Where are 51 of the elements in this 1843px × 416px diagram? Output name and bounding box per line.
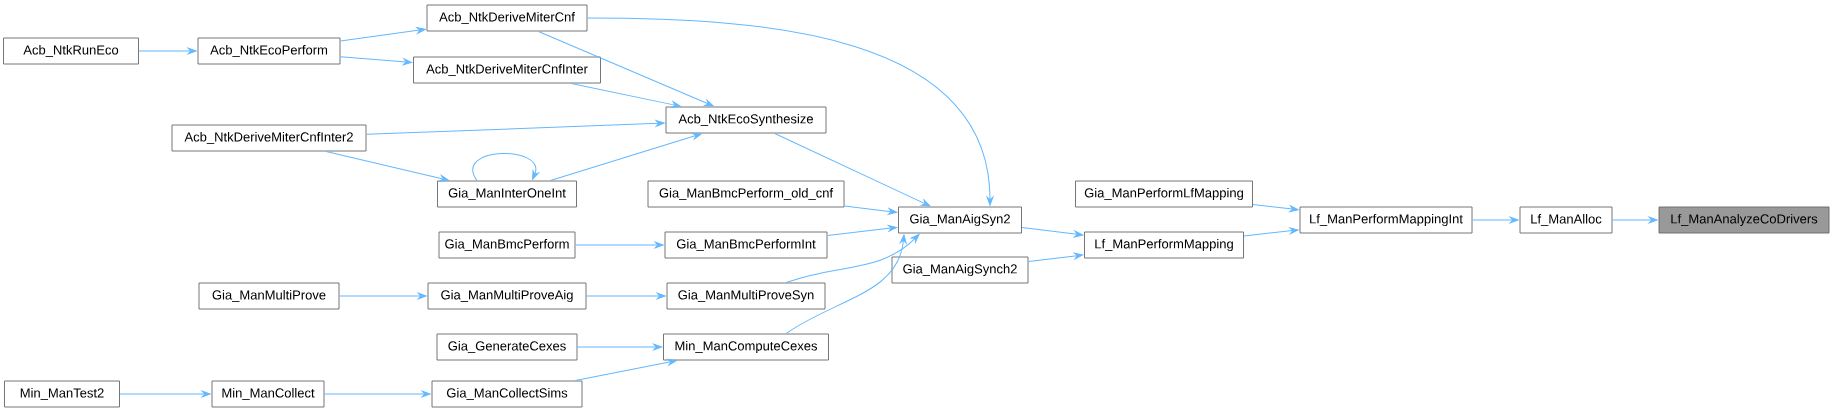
function-box: Gia_ManMultiProveAig	[427, 282, 587, 310]
function-box: Gia_ManAigSynch2	[891, 256, 1029, 284]
arrow	[338, 292, 427, 300]
arrow	[1611, 216, 1658, 224]
arrow	[586, 17, 994, 206]
arrow	[323, 390, 431, 398]
function-box: Acb_NtkDeriveMiterCnfInter	[413, 56, 601, 84]
arrow	[843, 205, 898, 215]
arrow	[549, 132, 702, 182]
arrow	[138, 47, 197, 55]
arrow	[339, 56, 413, 66]
arrow	[826, 224, 898, 236]
function-box: Acb_NtkDeriveMiterCnfInter2	[171, 124, 367, 152]
function-box: Acb_NtkEcoSynthesize	[665, 106, 827, 134]
function-box: Min_ManCollect	[211, 380, 325, 408]
function-box: Gia_ManCollectSims	[431, 380, 583, 408]
function-box: Acb_NtkEcoPerform	[197, 37, 341, 65]
self-loop-arrow	[472, 153, 539, 182]
arrow	[1252, 203, 1299, 213]
function-box: Min_ManTest2	[4, 380, 120, 408]
function-box: Gia_ManBmcPerform	[438, 231, 576, 259]
arrow	[325, 150, 449, 182]
arrow	[774, 132, 931, 207]
arrow	[1021, 227, 1084, 238]
function-box: Gia_ManMultiProveSyn	[666, 282, 826, 310]
function-box: Lf_ManPerformMapping	[1084, 231, 1244, 259]
function-box: Lf_ManAnalyzeCoDrivers	[1658, 206, 1830, 234]
arrow	[574, 358, 677, 382]
arrow	[585, 292, 666, 300]
arrow	[785, 234, 907, 335]
function-box: Gia_ManBmcPerformInt	[664, 231, 828, 259]
function-box: Gia_ManPerformLfMapping	[1075, 180, 1253, 208]
function-box: Gia_GenerateCexes	[436, 333, 578, 361]
arrow	[119, 390, 211, 398]
function-box: Acb_NtkRunEco	[3, 37, 139, 65]
function-box: Gia_ManInterOneInt	[437, 180, 577, 208]
arrow	[1471, 216, 1519, 224]
function-box: Gia_ManMultiProve	[198, 282, 340, 310]
arrow	[1243, 227, 1299, 237]
function-box: Lf_ManPerformMappingInt	[1299, 206, 1473, 234]
arrow	[574, 241, 664, 249]
function-box: Gia_ManBmcPerform_old_cnf	[647, 180, 845, 208]
function-box: Lf_ManAlloc	[1519, 206, 1613, 234]
function-box: Min_ManComputeCexes	[663, 333, 829, 361]
arrow	[570, 82, 681, 108]
arrow	[339, 27, 426, 42]
function-box: Gia_ManAigSyn2	[898, 206, 1022, 234]
arrow	[1027, 252, 1084, 263]
arrow	[365, 120, 665, 135]
function-box: Acb_NtkDeriveMiterCnf	[426, 4, 588, 32]
arrow	[576, 343, 663, 351]
